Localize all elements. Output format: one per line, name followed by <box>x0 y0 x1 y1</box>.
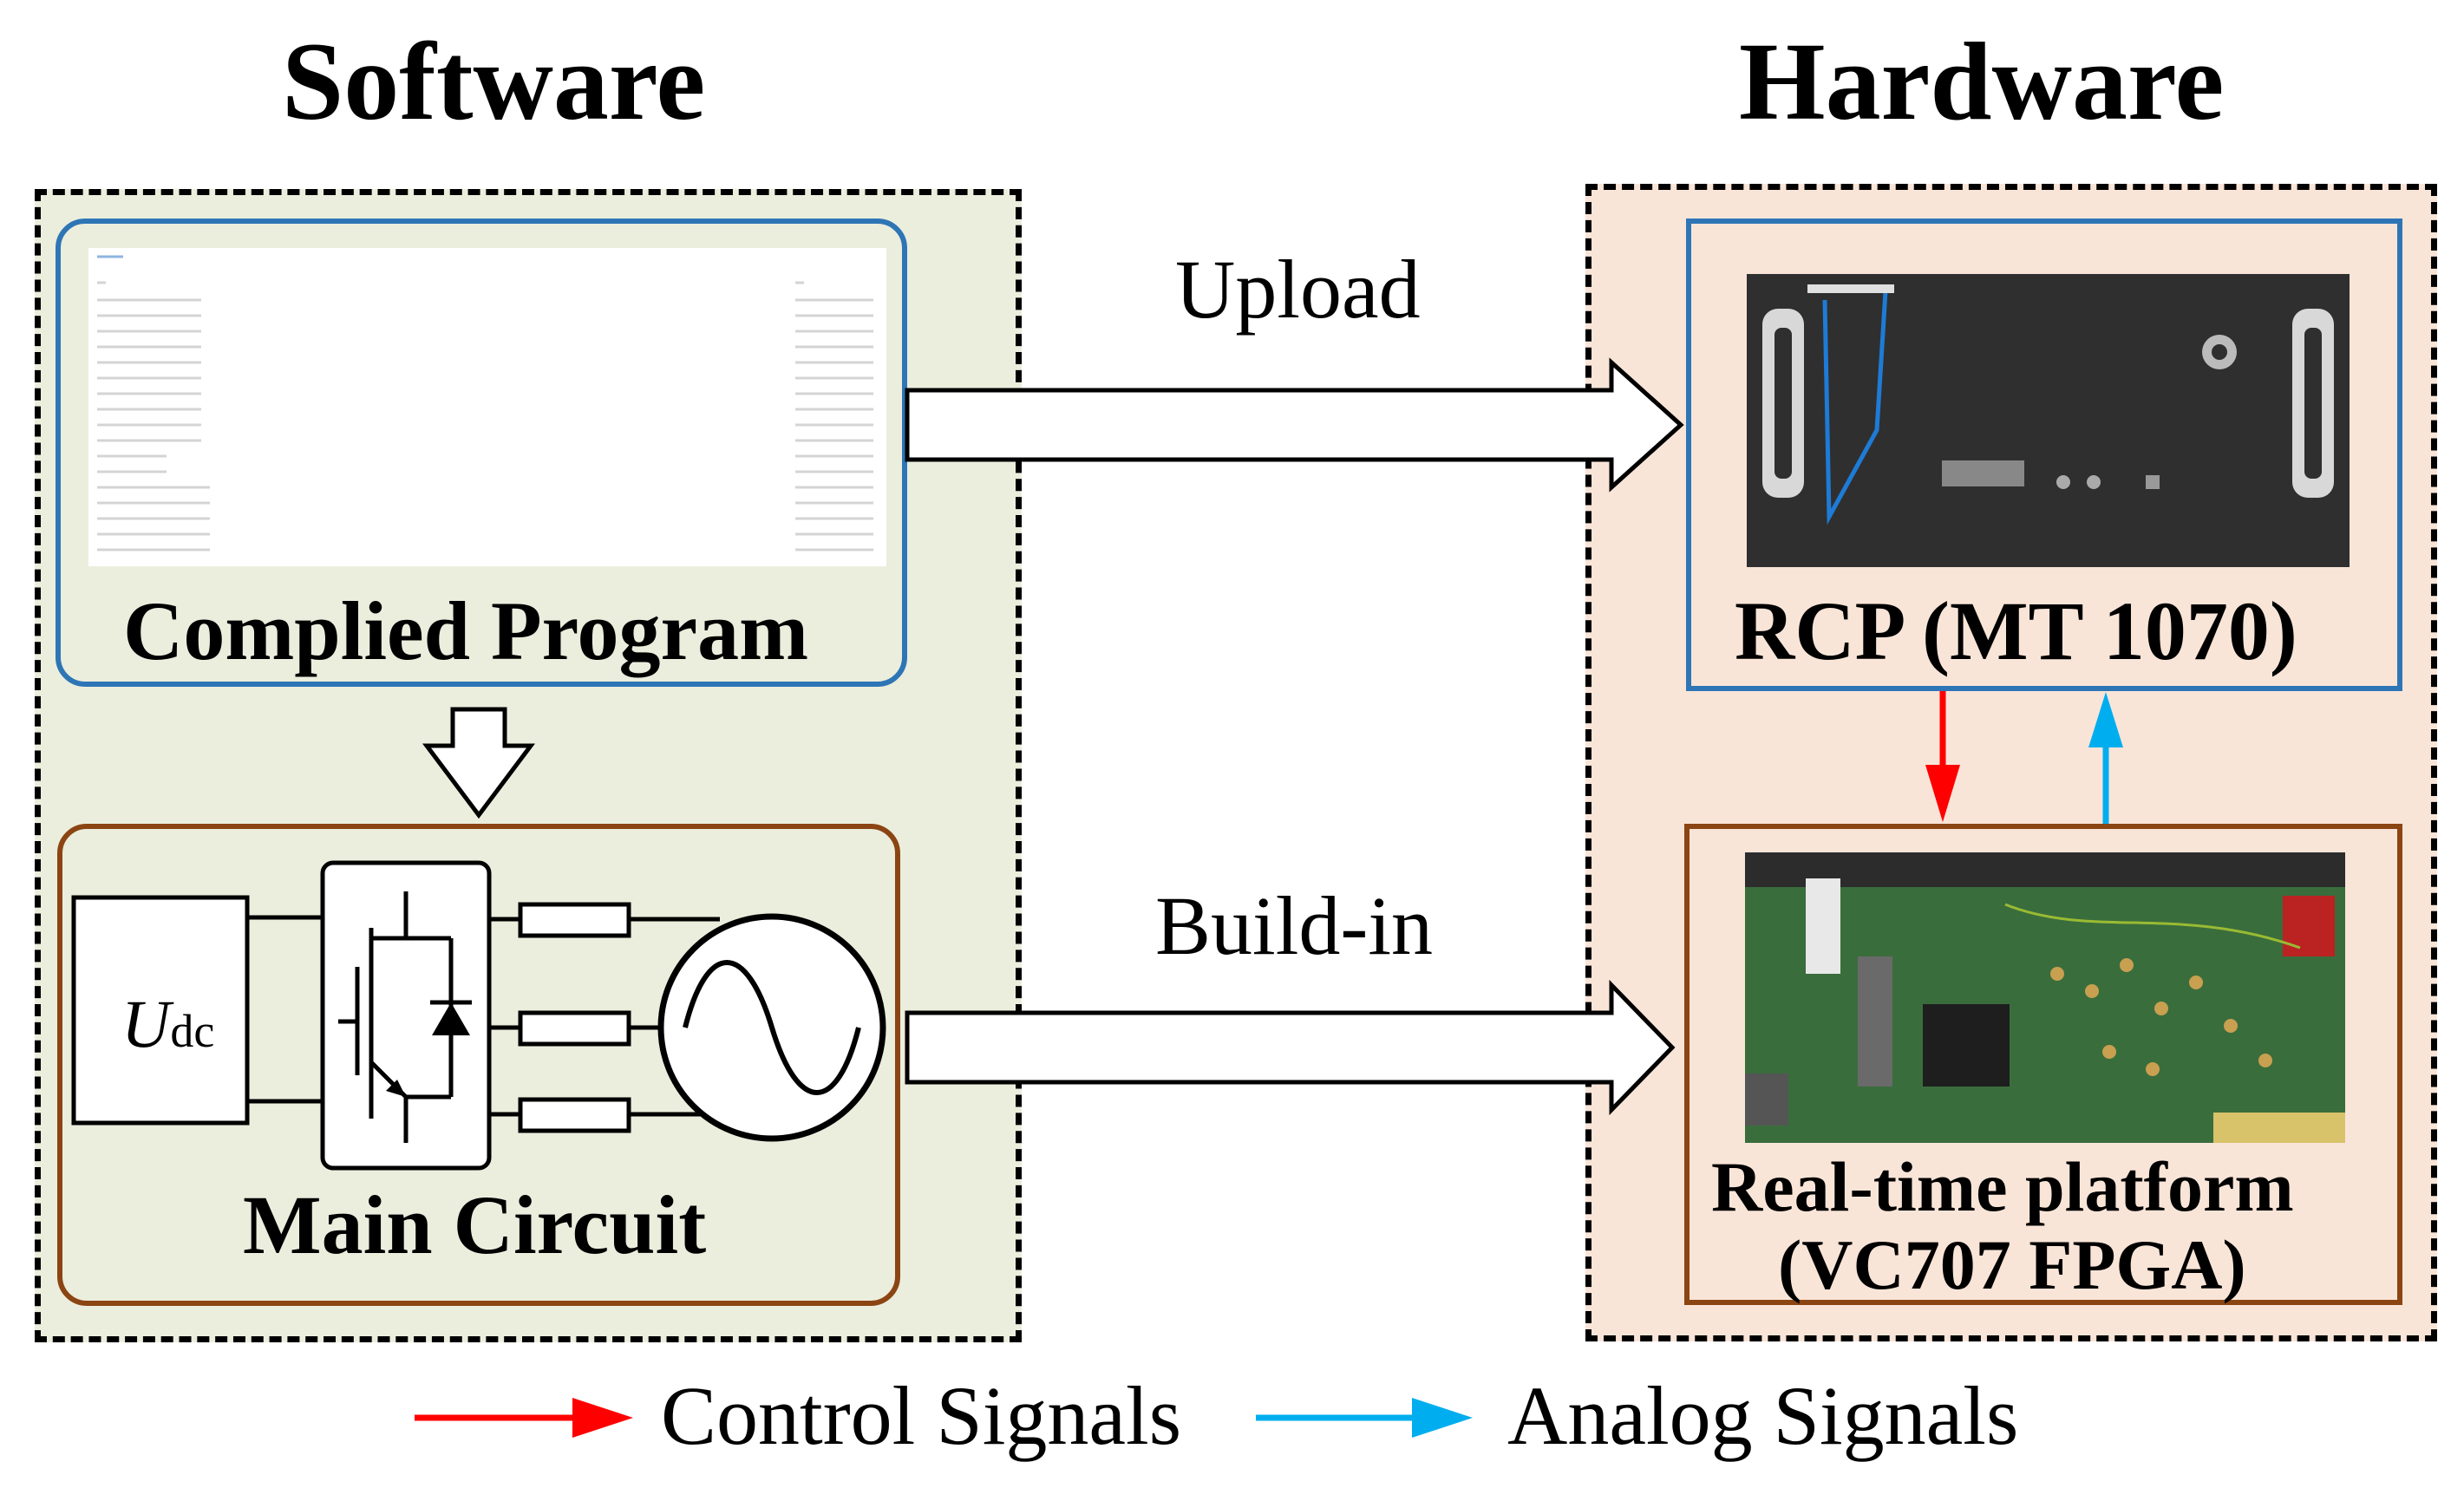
upload-arrow <box>905 357 1684 493</box>
fpga-board-drawing <box>1745 852 2345 1143</box>
main-circuit-label: Main Circuit <box>243 1178 707 1271</box>
rcp-device-photo <box>1747 274 2350 567</box>
program-listing-lines <box>97 255 873 551</box>
program-listing-image <box>88 248 886 566</box>
down-arrow <box>422 707 535 819</box>
legend-control-label: Control Signals <box>661 1369 1182 1462</box>
diode-icon <box>432 1002 470 1035</box>
fpga-label-line1: Real-time platform <box>1711 1147 2294 1226</box>
compiled-program-label: Complied Program <box>123 584 809 677</box>
udc-label: Udc <box>121 986 215 1061</box>
rcp-label: RCP (MT 1070) <box>1735 584 2297 677</box>
legend-control-arrowhead <box>572 1398 633 1438</box>
dc-source-box <box>71 895 250 1126</box>
fpga-board-photo <box>1745 852 2345 1143</box>
resistor-c <box>518 1097 631 1133</box>
hardware-title: Hardware <box>1739 20 2225 143</box>
sine-wave-icon <box>683 960 861 1095</box>
udc-subscript: dc <box>170 1005 215 1057</box>
fpga-box <box>1684 824 2402 1305</box>
fpga-label-line2: (VC707 FPGA) <box>1778 1225 2246 1304</box>
build-in-arrow <box>905 979 1676 1116</box>
rcp-box <box>1686 219 2402 691</box>
compiled-program-box <box>56 219 907 687</box>
build-in-label: Build-in <box>1155 879 1434 972</box>
legend-analog-arrowhead <box>1412 1398 1473 1438</box>
rcp-device-drawing <box>1747 274 2350 567</box>
resistor-b <box>518 1010 631 1047</box>
upload-label: Upload <box>1175 243 1421 336</box>
legend-analog-label: Analog Signals <box>1507 1369 2019 1462</box>
software-title: Software <box>282 20 706 143</box>
